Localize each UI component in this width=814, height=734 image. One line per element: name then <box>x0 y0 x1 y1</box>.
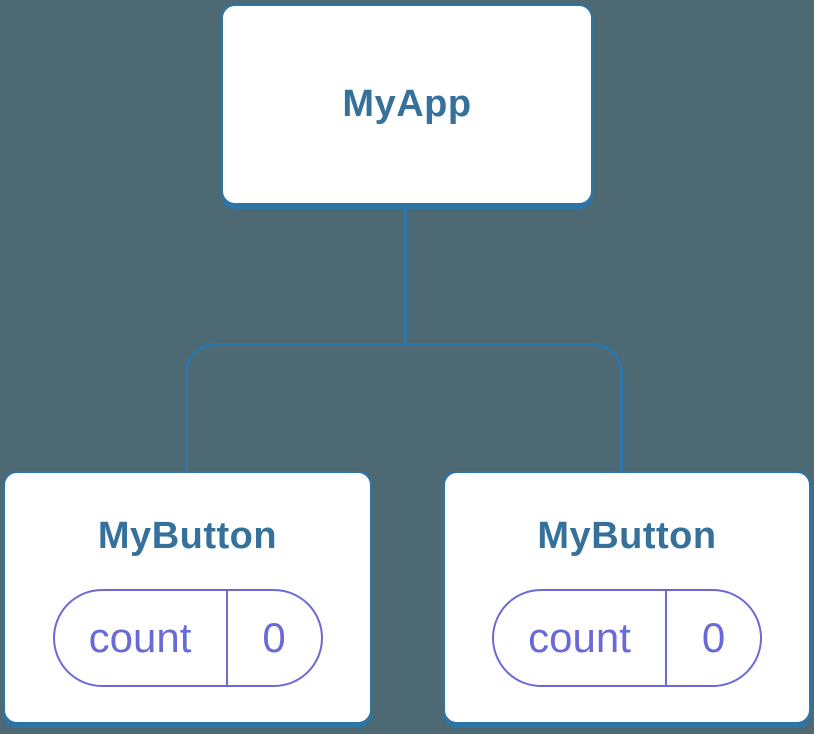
child-component-label: MyButton <box>97 515 278 557</box>
state-key: count <box>528 614 631 661</box>
child-component-node-right: MyButton count 0 <box>443 471 811 724</box>
connector-stub-line <box>404 208 407 344</box>
state-pill: count 0 <box>52 589 323 687</box>
connector-bracket <box>185 343 623 471</box>
root-component-node: MyApp <box>221 4 593 205</box>
child-component-node-left: MyButton count 0 <box>3 471 372 724</box>
state-key: count <box>88 614 192 661</box>
state-pill: count 0 <box>492 589 762 687</box>
state-pill-divider <box>665 591 667 685</box>
root-component-label: MyApp <box>342 83 472 125</box>
child-component-label: MyButton <box>537 515 717 557</box>
state-value: 0 <box>701 614 726 661</box>
state-pill-divider <box>225 591 228 685</box>
state-value: 0 <box>262 614 286 661</box>
